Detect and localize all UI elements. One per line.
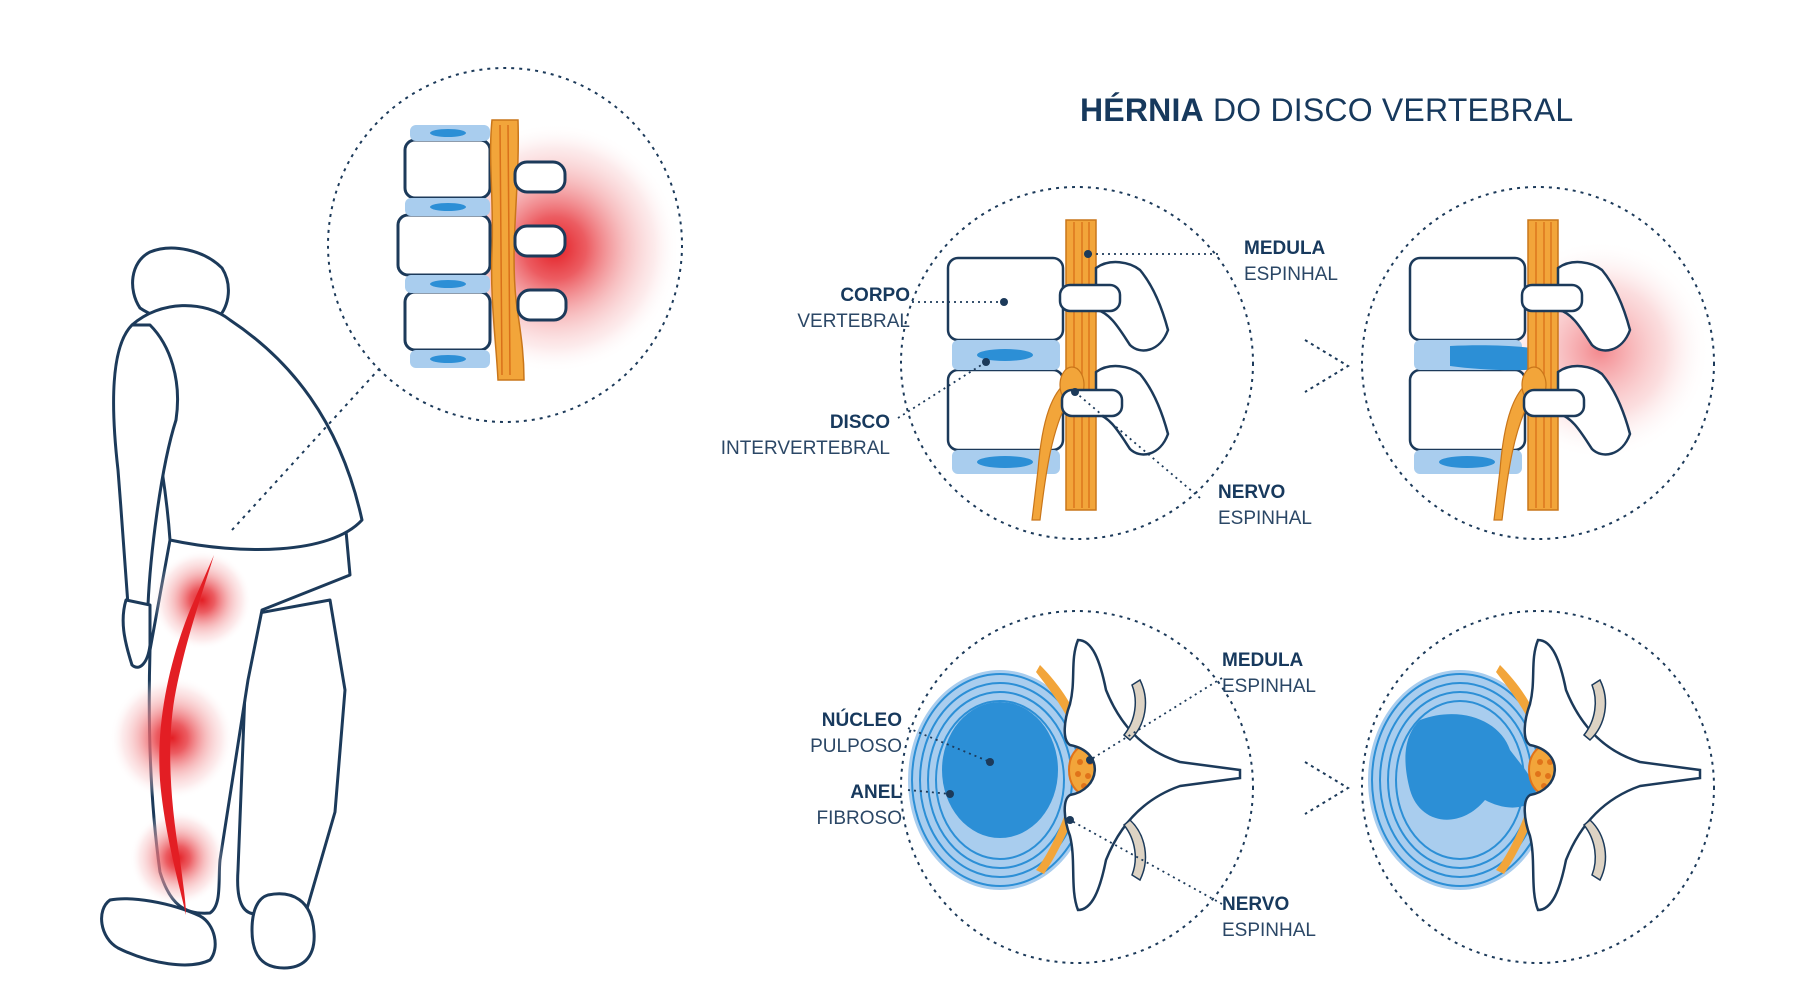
zoom-disc-core-4 [430,129,466,137]
label-medula-espinhal-top: MEDULA ESPINHAL [1244,238,1338,285]
zoom-process-3 [516,288,568,322]
zoom-vertebra-3 [403,290,492,352]
spine-zoom-circle [327,67,683,423]
side-view-herniated-circle [1361,186,1715,540]
zoom-disc-core-1 [430,203,466,211]
zoom-process-1 [513,160,567,194]
sciatic-pain-line [159,555,214,915]
title-bold: HÉRNIA [1080,92,1204,128]
side-view-herniated [1361,186,1715,540]
herniated-nucleus-axial [1405,714,1536,820]
label-medula-espinhal-bottom: MEDULA ESPINHAL [1222,650,1316,697]
zoom-disc-core-3 [430,355,466,363]
back-leg [236,598,347,916]
label-disco-intervertebral: DISCO INTERVERTEBRAL [720,412,890,459]
label-anel-fibroso: ANEL FIBROSO [816,782,902,829]
side-view-healthy [897,186,1254,540]
side-view-healthy-circle [900,186,1254,540]
leg-pain-glows [110,550,252,915]
zoom-process-2 [513,224,567,258]
label-corpo-vertebral: CORPO VERTEBRAL [797,285,910,332]
label-nervo-espinhal-top: NERVO ESPINHAL [1218,482,1312,529]
zoom-vertebra-2 [396,213,492,277]
label-nucleo-pulposo: NÚCLEO PULPOSO [810,710,902,757]
page-title: HÉRNIA DO DISCO VERTEBRAL [1080,92,1573,129]
pain-glow-middle [110,676,234,800]
spinal-nerve [1031,378,1071,521]
axial-view-healthy-circle [900,610,1254,964]
arrow-top [1304,339,1350,393]
posterior-element-lower [1094,364,1170,456]
axial-view-healthy [900,610,1254,964]
hand [121,598,152,669]
arrow-bottom [1304,761,1350,815]
posterior-element-upper [1094,260,1170,352]
axial-view-herniated [1361,610,1715,964]
zoom-disc-core-2 [430,280,466,288]
person-figure [100,246,364,970]
title-rest: DO DISCO VERTEBRAL [1212,92,1574,128]
zoom-vertebra-1 [403,138,492,200]
spinal-cord [1065,219,1097,511]
label-nervo-espinhal-bottom: NERVO ESPINHAL [1222,894,1316,941]
back-shoe [250,892,316,970]
zoom-circle-outline [327,67,683,423]
pain-glow-upper [152,550,252,650]
axial-view-herniated-circle [1361,610,1715,964]
nucleus-pulposus [942,702,1058,838]
